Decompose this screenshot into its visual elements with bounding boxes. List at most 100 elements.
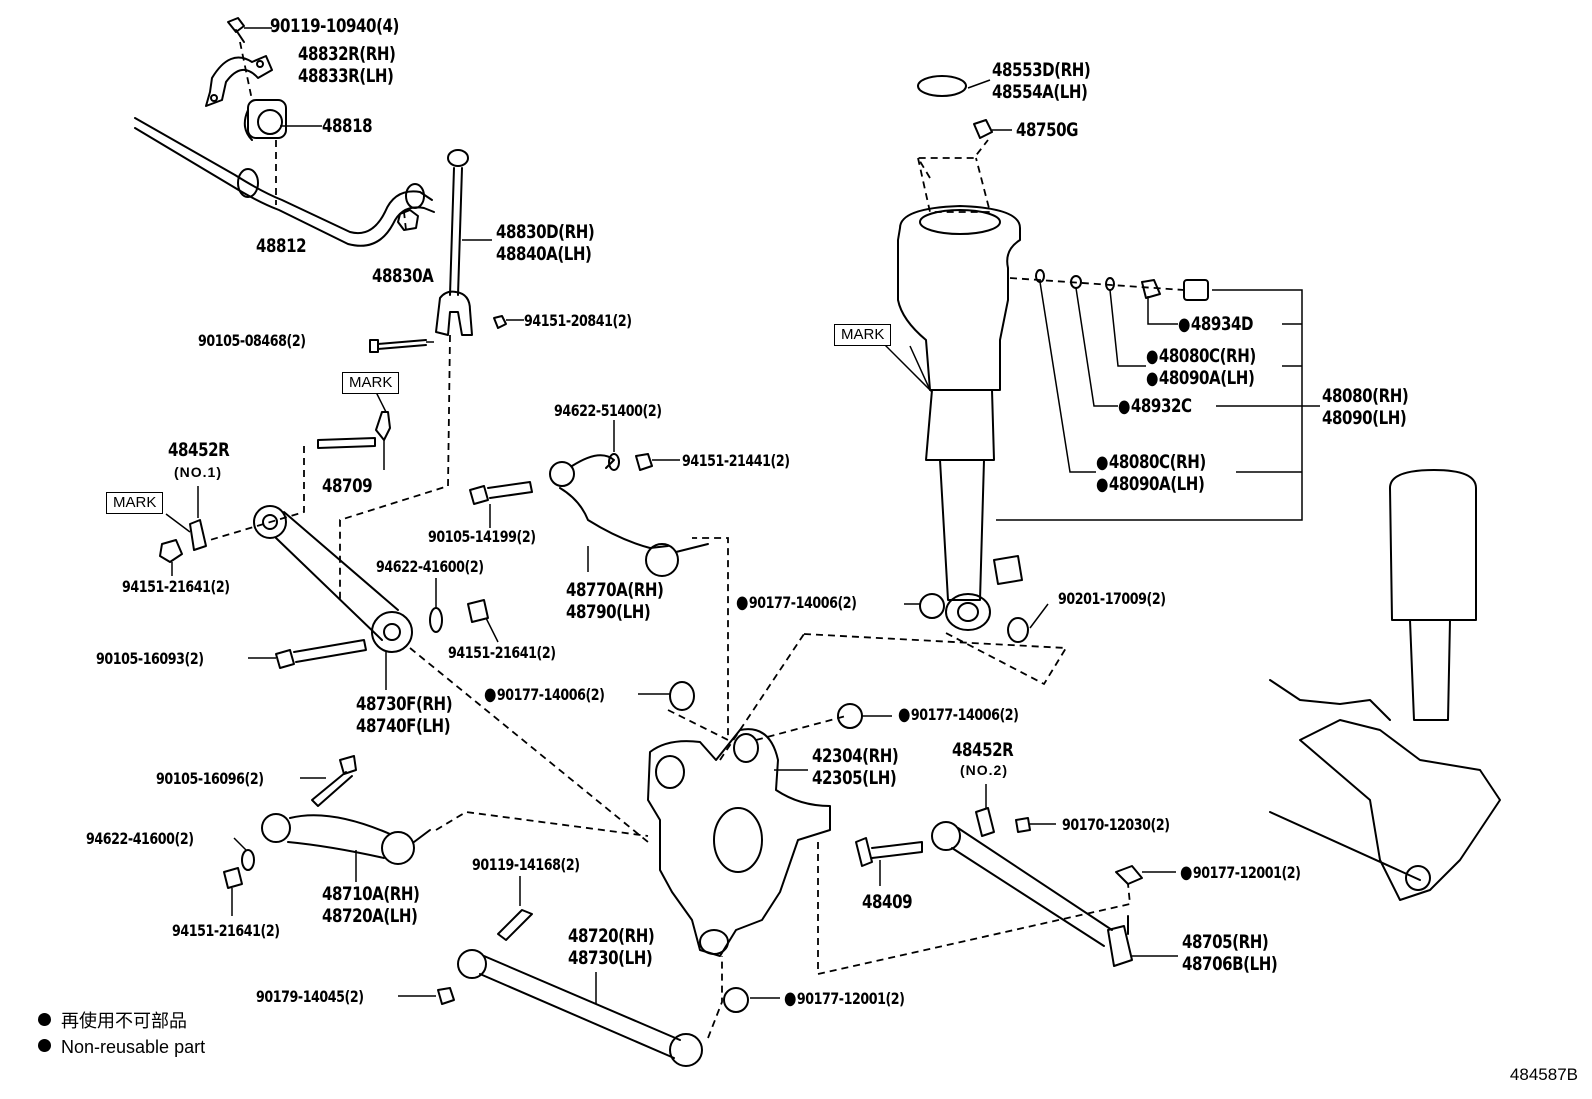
- part-label-42305: 42305(LH): [812, 767, 897, 789]
- bushing-drawing-90177-12001-b: [723, 987, 749, 1013]
- part-label-48409: 48409: [862, 891, 913, 913]
- legend-text-english: Non-reusable part: [61, 1037, 206, 1057]
- part-label-90170-12030: 90170-12030(2): [1062, 815, 1170, 834]
- part-label-90177-14006-a: 90177-14006(2): [736, 594, 857, 612]
- legend-english: Non-reusable part: [38, 1036, 205, 1058]
- part-label-90177-12001-a: 90177-12001(2): [1180, 864, 1301, 882]
- figure-id: 484587B: [1509, 1065, 1578, 1084]
- nut-drawing-94151-20841: [493, 315, 507, 329]
- part-label-90201-17009: 90201-17009(2): [1058, 589, 1166, 608]
- part-label-48080: 48080(RH): [1322, 385, 1409, 407]
- legend-bullet-icon: [38, 1013, 51, 1026]
- part-label-48080c-a: 48080C(RH): [1146, 346, 1256, 367]
- part-label-48830d: 48830D(RH): [496, 221, 595, 243]
- nut-drawing-94151-21441: [635, 453, 653, 471]
- part-label-90105-16093: 90105-16093(2): [96, 649, 204, 668]
- mark-box-2: MARK: [106, 492, 164, 514]
- washer-drawing-90201-17009: [1007, 617, 1029, 643]
- part-label-90177-14006-c: 90177-14006(2): [898, 706, 1019, 724]
- part-label-48812: 48812: [256, 235, 307, 257]
- part-sublabel-no1: (NO.1): [174, 464, 222, 480]
- part-label-90179-14045: 90179-14045(2): [256, 987, 364, 1006]
- lower-arm-drawing-48730f: [253, 505, 413, 653]
- part-label-48730: 48730(LH): [568, 947, 653, 969]
- part-label-94151-21641-a: 94151-21641(2): [122, 577, 230, 596]
- cam-bolt-drawing-48409: [855, 837, 923, 867]
- stabilizer-bushing-drawing: [243, 99, 287, 141]
- bolt-drawing-90105-16093: [275, 639, 367, 669]
- part-label-48720: 48720(RH): [568, 925, 655, 947]
- bolt-drawing-90105-08468: [369, 339, 427, 353]
- part-label-94622-51400: 94622-51400(2): [554, 401, 662, 420]
- part-label-48830a: 48830A: [372, 265, 434, 287]
- part-label-90105-14199: 90105-14199(2): [428, 527, 536, 546]
- part-label-42304: 42304(RH): [812, 745, 899, 767]
- cam-bolt-drawing-48709: [317, 411, 391, 449]
- nut-drawing-94151-21641-b: [467, 599, 489, 623]
- legend-bullet-icon: [38, 1039, 51, 1052]
- stabilizer-bracket-drawing: [205, 55, 273, 107]
- part-label-48706b: 48706B(LH): [1182, 953, 1278, 975]
- part-label-48840a: 48840A(LH): [496, 243, 592, 265]
- bushing-drawing-90177-14006-c: [919, 593, 945, 619]
- fitting-drawing-48934d: [1141, 279, 1161, 299]
- bolt-drawing-90119-14168: [497, 909, 533, 941]
- part-label-94151-21641-c: 94151-21641(2): [172, 921, 280, 940]
- arm-drawing-48710a: [261, 813, 431, 865]
- part-label-48832r: 48832R(RH): [298, 43, 396, 65]
- part-label-94151-21641-b: 94151-21641(2): [448, 643, 556, 662]
- upper-arm-drawing-48770a: [549, 454, 709, 577]
- part-sublabel-no2: (NO.2): [960, 762, 1008, 778]
- stabilizer-bar-drawing: [134, 117, 435, 247]
- part-label-48750g: 48750G: [1016, 119, 1079, 141]
- knuckle-drawing-42304: [647, 728, 831, 957]
- part-label-90105-16096: 90105-16096(2): [156, 769, 264, 788]
- part-label-48553d: 48553D(RH): [992, 59, 1091, 81]
- part-label-48740f: 48740F(LH): [356, 715, 451, 737]
- bushing-drawing-90177-14006-a: [669, 681, 695, 711]
- arm-drawing-48720: [457, 949, 703, 1067]
- nut-drawing-94151-21641-a: [159, 539, 183, 563]
- mark-box-1: MARK: [342, 372, 400, 394]
- part-label-90119-14168: 90119-14168(2): [472, 855, 580, 874]
- part-label-48730f: 48730F(RH): [356, 693, 453, 715]
- part-label-48770a: 48770A(RH): [566, 579, 664, 601]
- nut-drawing-90177-12001-a: [1115, 865, 1143, 885]
- part-label-48452r-no2: 48452R: [952, 739, 1014, 761]
- part-label-94151-21441: 94151-21441(2): [682, 451, 790, 470]
- nut-drawing-90179-14045: [437, 987, 455, 1005]
- bolt-drawing-90105-14199: [469, 481, 533, 505]
- part-label-48452r-no1: 48452R: [168, 439, 230, 461]
- shock-absorber-drawing: [897, 205, 1023, 631]
- nut-drawing-48830a: [397, 209, 419, 231]
- connector-drawing: [1183, 279, 1209, 301]
- part-label-90177-12001-b: 90177-12001(2): [784, 990, 905, 1008]
- part-label-48090a-a: 48090A(LH): [1146, 368, 1255, 389]
- nut-drawing-94151-21641-c: [223, 867, 243, 889]
- toe-arm-drawing-48705: [931, 821, 1133, 967]
- part-label-90119-10940: 90119-10940(4): [270, 15, 399, 37]
- part-label-90177-14006-b: 90177-14006(2): [484, 686, 605, 704]
- part-label-48932c: 48932C: [1118, 396, 1192, 417]
- washer-drawing-94622-51400: [608, 453, 620, 471]
- part-label-94622-41600-b: 94622-41600(2): [86, 829, 194, 848]
- part-label-48710a: 48710A(RH): [322, 883, 420, 905]
- part-label-94622-41600-a: 94622-41600(2): [376, 557, 484, 576]
- part-label-48090a-b: 48090A(LH): [1096, 474, 1205, 495]
- part-label-48554a: 48554A(LH): [992, 81, 1088, 103]
- washer-drawing-94622-41600-b: [241, 849, 255, 871]
- washer-drawing-94622-41600-a: [429, 607, 443, 633]
- cam-plate-drawing-no2: [975, 807, 995, 837]
- legend-japanese: 再使用不可部品: [38, 1010, 187, 1032]
- nut-drawing-90170-12030: [1015, 817, 1031, 833]
- cap-drawing-48553d: [917, 75, 967, 97]
- cam-plate-drawing-no1: [189, 519, 207, 551]
- nut-drawing-48750g: [973, 119, 993, 139]
- part-label-48705: 48705(RH): [1182, 931, 1269, 953]
- part-label-48090: 48090(LH): [1322, 407, 1407, 429]
- part-label-90105-08468: 90105-08468(2): [198, 331, 306, 350]
- part-label-48790: 48790(LH): [566, 601, 651, 623]
- bolt-drawing-90105-16096: [311, 755, 357, 807]
- bushing-drawing-90177-14006-b: [837, 703, 863, 729]
